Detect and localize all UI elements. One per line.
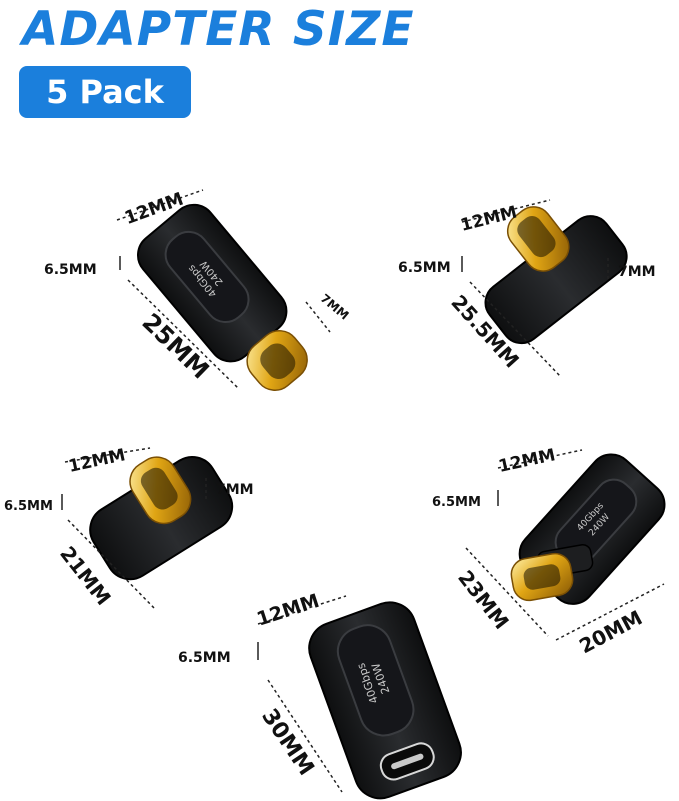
dim-width: 12MM <box>254 590 322 631</box>
dim-width: 12MM <box>497 445 557 477</box>
dim-plug: 7MM <box>618 264 656 280</box>
label-plate <box>164 230 250 324</box>
page-title: ADAPTER SIZE <box>22 2 415 57</box>
label-plate <box>336 624 415 737</box>
adapter-u-shape: 12MM 6.5MM 7MM 25.5MM <box>398 199 656 377</box>
dim-length: 23MM <box>453 566 514 634</box>
dim-side: 20MM <box>575 605 646 658</box>
dim-plug: 7MM <box>318 291 352 322</box>
pack-badge: 5 Pack <box>19 66 191 118</box>
dim-height: 6.5MM <box>432 495 481 510</box>
dim-height: 6.5MM <box>398 260 451 276</box>
adapter-u-short: 12MM 6.5MM 7MM 21MM <box>4 445 254 611</box>
dim-width: 12MM <box>67 445 127 477</box>
dim-height: 6.5MM <box>178 650 231 666</box>
dim-plug: 7MM <box>216 482 254 498</box>
adapter-right-angle: 40Gbps 240W 12MM 6.5MM 23MM 20MM <box>432 445 666 658</box>
dim-height: 6.5MM <box>4 499 53 514</box>
adapter-straight: 40Gbps 240W 12MM 6.5MM 25MM 7MM <box>44 189 352 391</box>
dim-height: 6.5MM <box>44 262 97 278</box>
adapter-coupler: 40Gbps 240W 12MM 6.5MM 30MM <box>178 590 462 800</box>
